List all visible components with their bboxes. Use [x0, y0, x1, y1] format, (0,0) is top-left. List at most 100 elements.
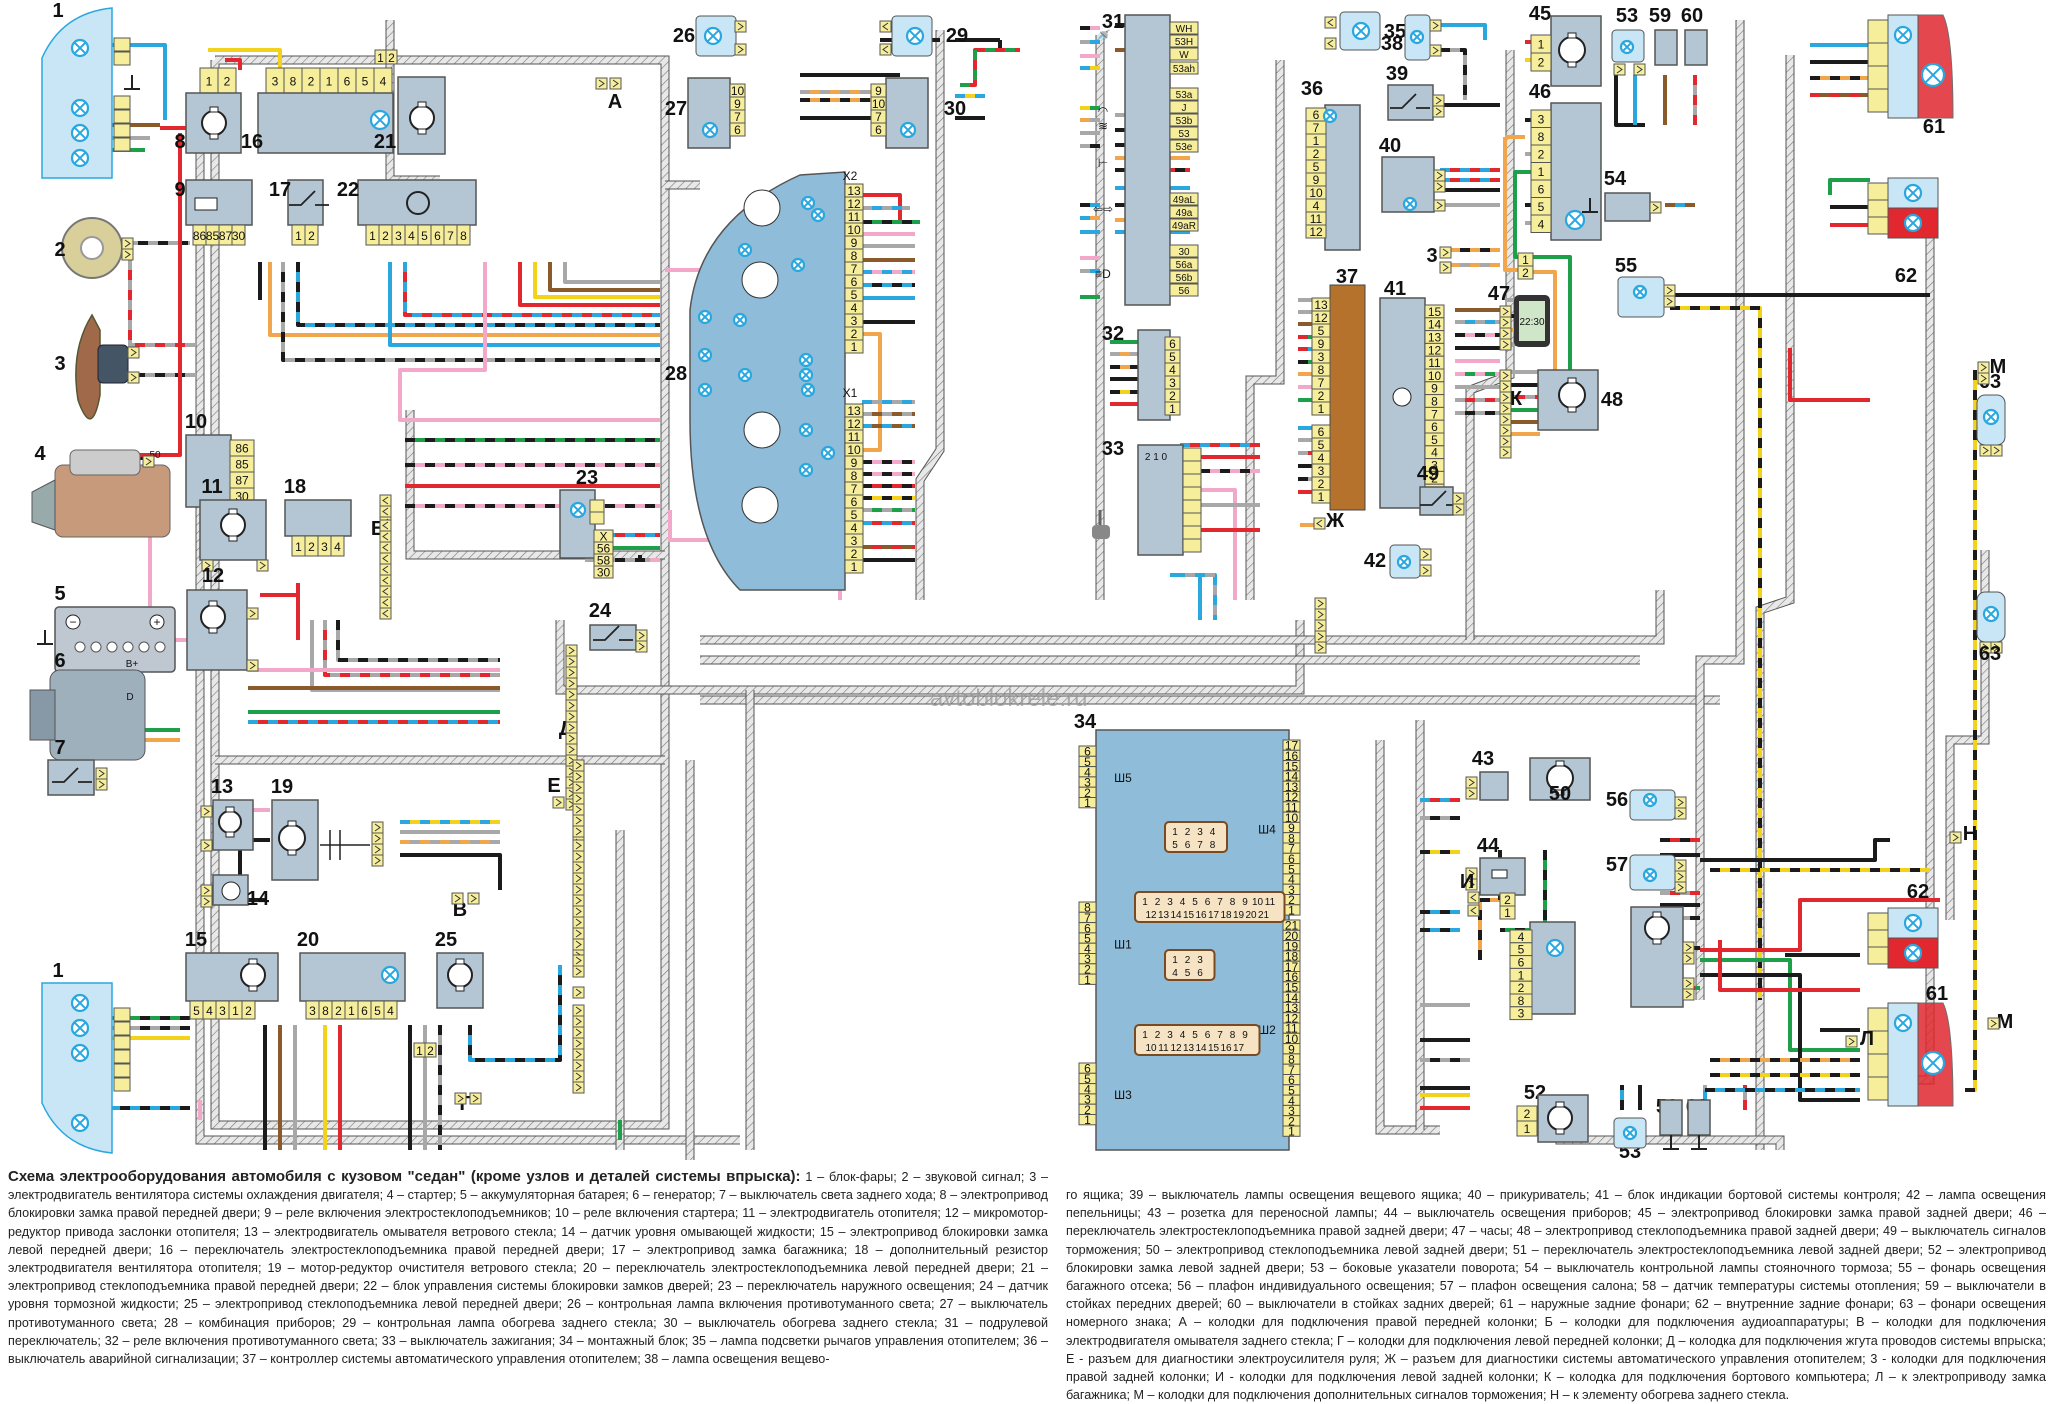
- component-label-57: 57: [1606, 854, 1628, 876]
- mounting-block-Ш2-pin-label: 5: [1288, 1083, 1295, 1097]
- cluster-x1-pin-label: 8: [851, 469, 858, 483]
- window-switch-16-pin-label: 2: [308, 75, 315, 89]
- fuse-socket-pin: 4: [1210, 827, 1216, 838]
- window-switch-51-pin-label: 3: [1518, 1007, 1525, 1021]
- cluster-x2-label: X2: [843, 169, 858, 183]
- window-switch-20-aux-pin-label: 1: [416, 1044, 423, 1058]
- fan-plug-cell: [127, 371, 140, 384]
- speaker-a-plug-cell: [595, 77, 608, 90]
- wire-stripe-gray: [323, 620, 500, 677]
- lamp-cross: [1906, 946, 1920, 960]
- dome-lamp-plug-chevron: [1677, 861, 1684, 870]
- window-switch-20-pin-label: 8: [322, 1004, 329, 1018]
- mounting-block-Ш2-pin-label: 14: [1285, 991, 1299, 1005]
- motor-brush: [417, 128, 427, 135]
- injection-harness-plug-d-cell: [565, 743, 578, 756]
- lamp-icon: [1564, 209, 1586, 231]
- harness-outline: [1695, 20, 1745, 1000]
- heater-plug-cell: [256, 559, 269, 572]
- fuse-socket-pin: 19: [1233, 910, 1245, 921]
- audio-plug-b-chevron: [382, 543, 389, 552]
- lamp-cross: [1354, 24, 1368, 38]
- mounting-block-Ш2-pin-label: 6: [1288, 1073, 1295, 1087]
- motor-circle: [1547, 1105, 1573, 1131]
- connector-block-chevron: [575, 1028, 582, 1037]
- repeater-plug-cell: [1613, 63, 1626, 76]
- lamp-cross: [902, 124, 914, 136]
- harness-outline: [1245, 60, 1285, 600]
- wire-orange: [1525, 270, 1557, 370]
- heater-diagnostic-plug-cell: [1314, 619, 1327, 632]
- harness-hatch: [1466, 50, 1514, 640]
- component-label-61: 61: [1926, 983, 1948, 1005]
- control-unit-22-pin-label: 1: [369, 229, 376, 243]
- resistor-18-pin-label: 2: [308, 540, 315, 554]
- wire-green: [1828, 178, 1870, 195]
- component-label-11: 11: [201, 476, 222, 498]
- lamp-cross: [73, 151, 87, 165]
- fuse-socket-pin: 4: [1180, 1030, 1186, 1041]
- caption-right-column: го ящика; 39 – выключатель лампы освещен…: [1066, 1186, 2046, 1404]
- component-label-23: 23: [576, 467, 598, 489]
- lamp-icon: [1903, 183, 1923, 203]
- controller-37-pin-label: 2: [1318, 389, 1325, 403]
- indicator-lamp-icon: [790, 257, 806, 273]
- connector-block-cell: [572, 883, 585, 896]
- fuse-socket-pin: 17: [1208, 910, 1220, 921]
- speaker-g-plug-chevron: [457, 1094, 464, 1103]
- harness-hatch: [211, 56, 669, 1129]
- motor-icon: [218, 806, 242, 838]
- mounting-block-Ш1-pin-label: 6: [1084, 921, 1091, 935]
- harness-fill: [1696, 20, 1744, 1000]
- connector-block-chevron: [575, 805, 582, 814]
- window-46-aux-pin-label: 1: [1522, 253, 1529, 267]
- mounting-block-Ш2-pin-label: 17: [1285, 960, 1299, 974]
- headlight-connector: [113, 137, 131, 152]
- window-switch-16-pin-label: 5: [362, 75, 369, 89]
- lamp-cross: [1625, 1128, 1635, 1138]
- repeater-plug-chevron: [1636, 65, 1643, 74]
- lamp-cross: [801, 355, 811, 365]
- trunk-lamp-plug-chevron: [1666, 286, 1673, 295]
- lock-actuator-15-pin-label: 1: [232, 1004, 239, 1018]
- mounting-block-Ш2-pin-label: 2: [1288, 1114, 1295, 1128]
- component-label-27: 27: [665, 98, 687, 120]
- injection-harness-plug-d-chevron: [568, 745, 575, 754]
- plate-lamp-plug-cell: [1979, 444, 1992, 457]
- connector-block-chevron: [575, 863, 582, 872]
- audio-plug-b-cell: [379, 596, 392, 609]
- relay-9-pin-label: 86: [193, 229, 207, 243]
- lamp-cross: [793, 260, 803, 270]
- reverse-switch-plug-chevron: [98, 769, 105, 778]
- lamp-35-plug-cell: [1324, 37, 1337, 50]
- injection-harness-plug-d-cell: [565, 732, 578, 745]
- parking-brake-switch-54: [1604, 192, 1651, 222]
- flap-motor-plug-chevron: [249, 661, 256, 670]
- controller-37-pin-cell: [1311, 401, 1331, 416]
- battery-plus-label: +: [153, 615, 160, 629]
- washer-plug-chevron: [203, 807, 210, 816]
- headlight-connector: [113, 123, 131, 138]
- door-switch-60: [1687, 1099, 1711, 1136]
- ground-icon: [1582, 198, 1598, 213]
- brake-sensor-plug-chevron: [638, 631, 645, 640]
- control-unit-22-pin-label: 7: [447, 229, 454, 243]
- fuse-socket-pin: 12: [1145, 910, 1157, 921]
- trunk-lamp-plug-cell: [1663, 284, 1676, 297]
- mounting-block-Ш3-pin-label: 6: [1084, 1062, 1091, 1076]
- component-label-53: 53: [1616, 5, 1638, 27]
- brake-signal-plug-m-chevron: [1980, 363, 1987, 372]
- socket-plug-chevron: [1468, 778, 1475, 787]
- window-motor-21-pin-cell: [385, 49, 398, 65]
- watermark: avtoblokrele.ru: [930, 685, 1087, 712]
- injection-harness-plug-d-chevron: [568, 734, 575, 743]
- headlight-connector: [113, 1035, 131, 1050]
- starter-terminal-50: 50: [149, 450, 161, 461]
- cluster-x2-pin-label: 8: [851, 249, 858, 263]
- component-label-59: 59: [1649, 5, 1671, 27]
- indicator-plug-chevron: [882, 22, 889, 31]
- window-46-aux-pin-label: 2: [1522, 266, 1529, 280]
- cluster-x2-pin-label: 10: [847, 223, 861, 237]
- inner-tail-light-connector: [1867, 182, 1889, 201]
- fog-switch-27-pin-label: 10: [731, 84, 745, 98]
